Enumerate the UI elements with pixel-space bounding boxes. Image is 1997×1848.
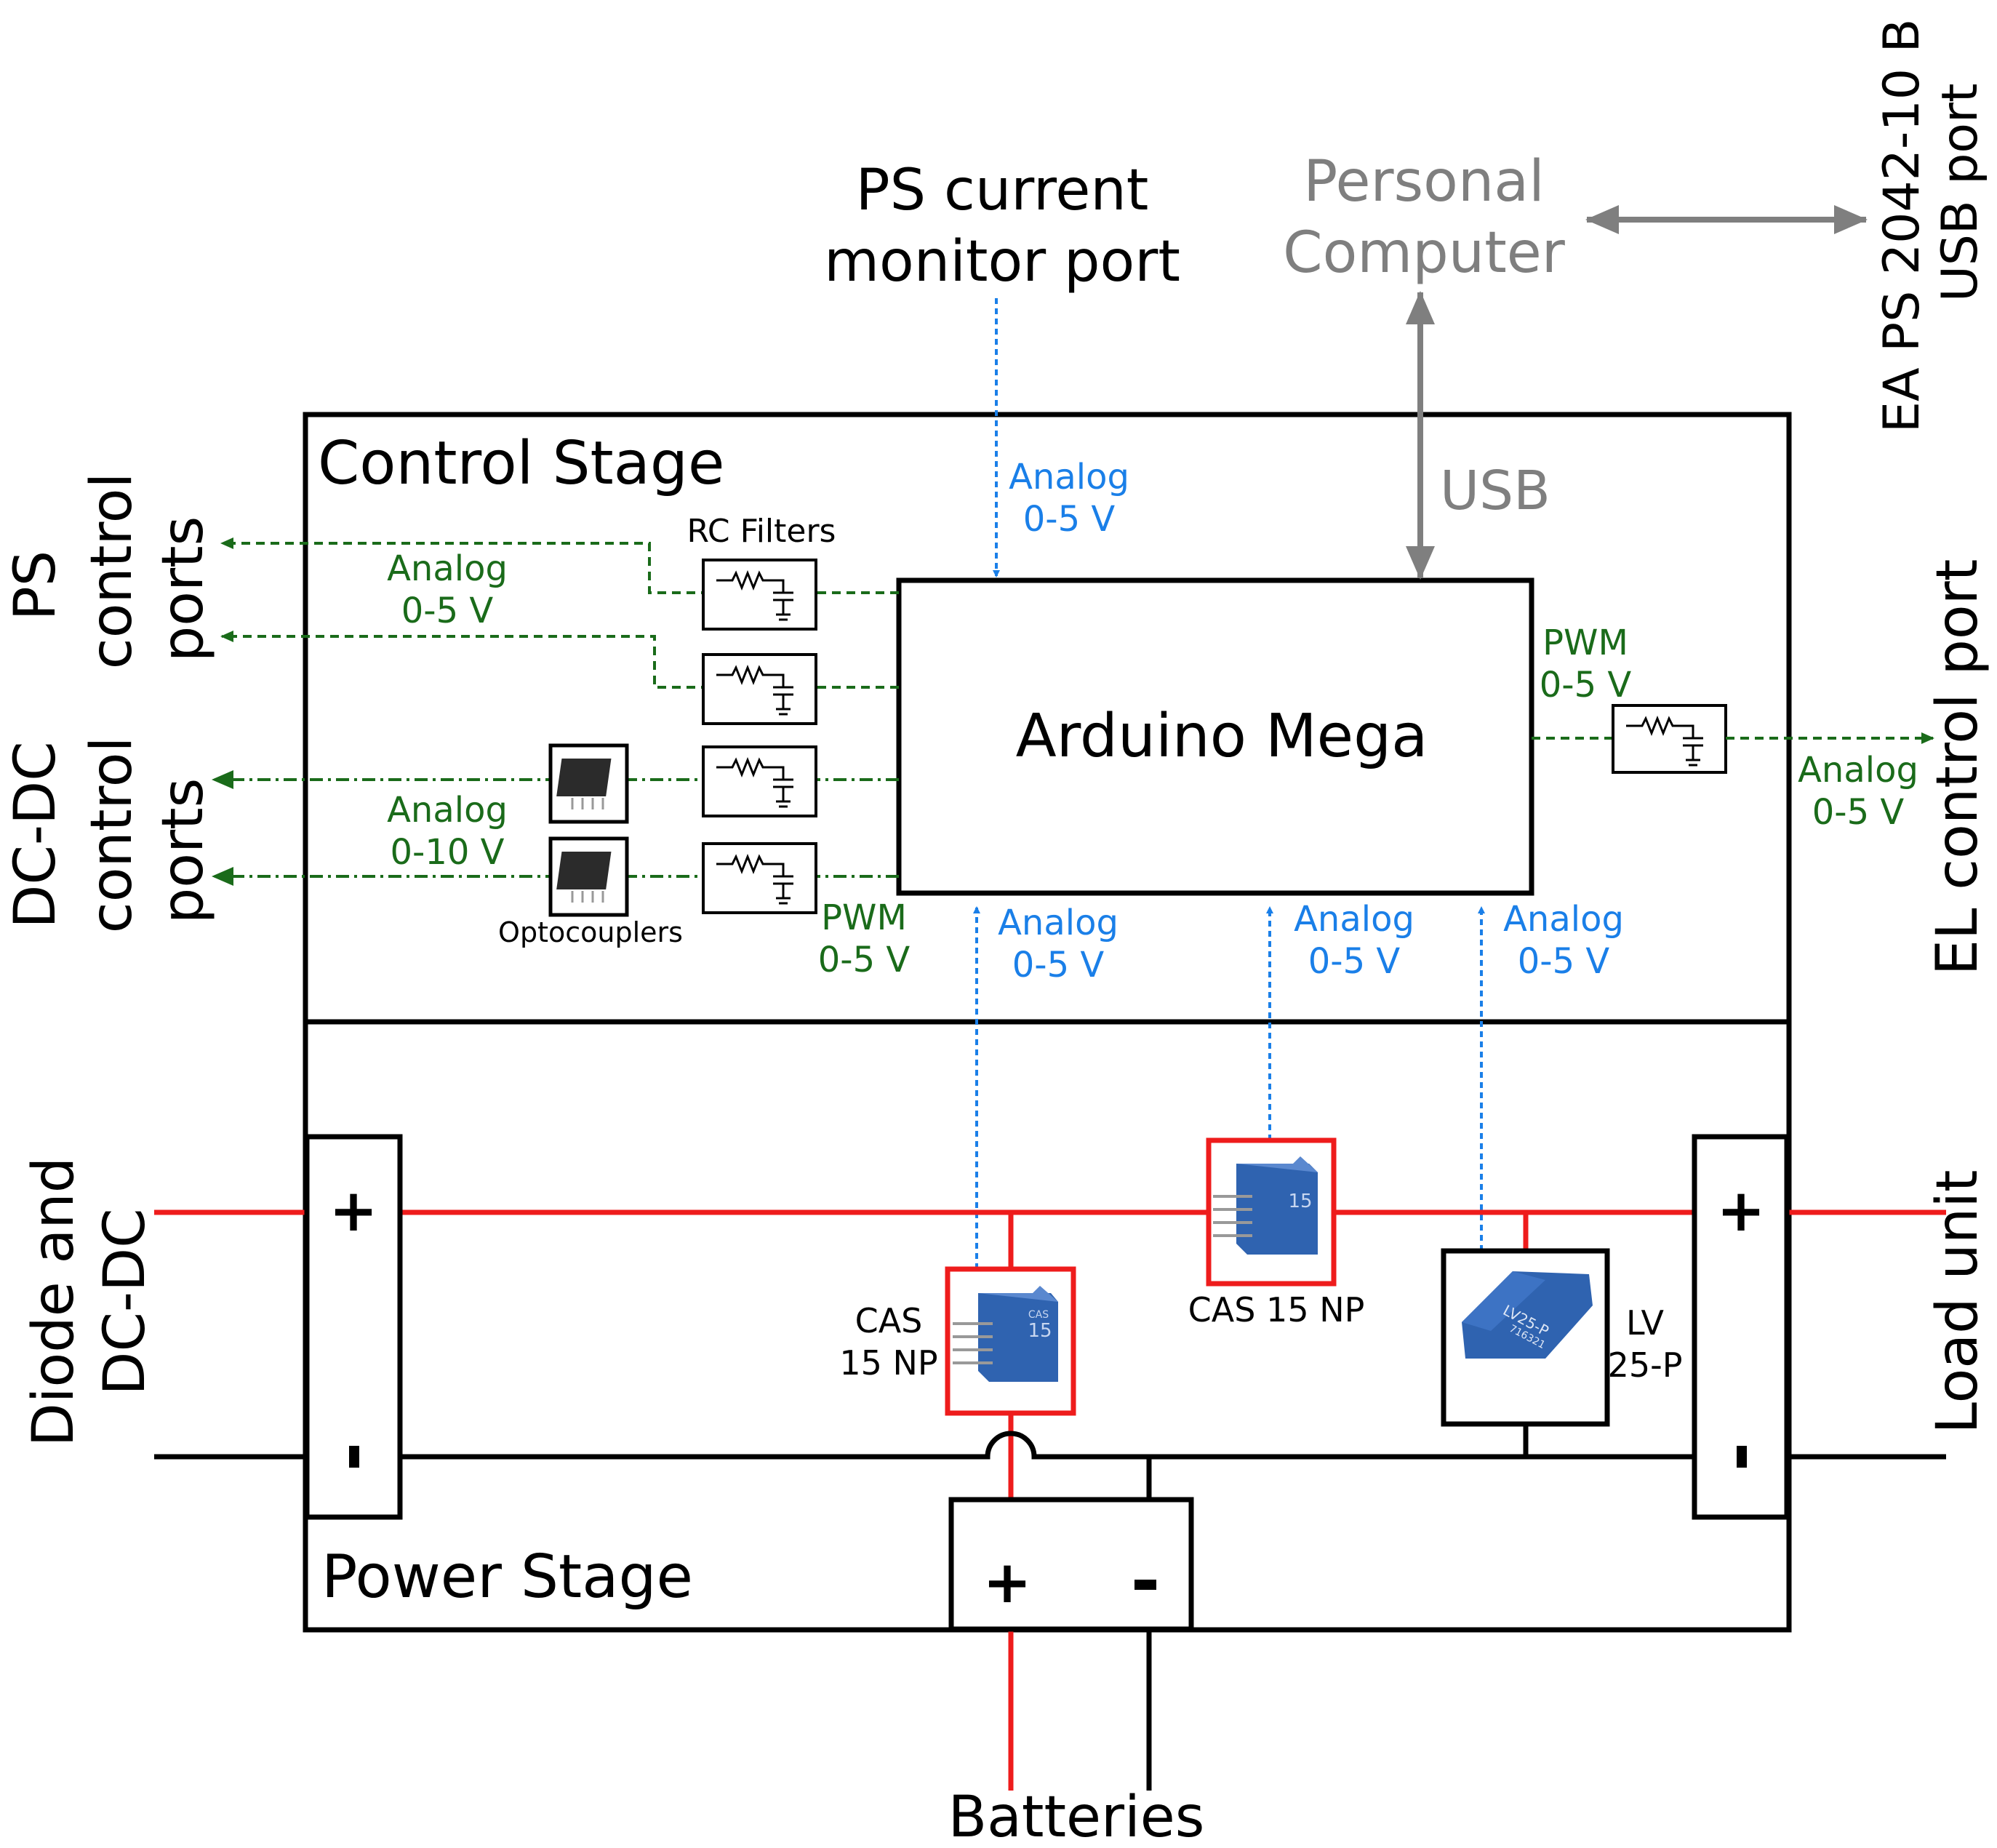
cas-top-analog-label: Analog	[1294, 899, 1414, 940]
cas-left-range-label: 0-5 V	[1012, 945, 1105, 985]
ps-control-range-label: 0-5 V	[401, 591, 494, 631]
ps-control-ports-label-2: control	[79, 473, 145, 669]
rc-filters-label: RC Filters	[687, 513, 836, 550]
dcdc-control-ports-label-2: control	[79, 737, 145, 933]
personal-computer-label-2: Computer	[1283, 220, 1566, 286]
control-stage-title: Control Stage	[318, 429, 724, 498]
right-terminal-minus	[1737, 1446, 1747, 1468]
left-terminal-plus: +	[329, 1177, 377, 1244]
lv-range-label: 0-5 V	[1518, 941, 1610, 982]
cas-left-label-1: CAS	[855, 1301, 923, 1340]
ps-control-signal-2	[220, 631, 899, 689]
el-analog-label: Analog	[1798, 750, 1918, 791]
lv-sensor-icon: LV25-P 716321	[1462, 1271, 1593, 1359]
dcdc-control-ports-label-3: ports	[151, 778, 216, 924]
pwm-left-label: PWM	[821, 897, 907, 938]
dcdc-control-ports-label-1: DC-DC	[3, 741, 68, 928]
cas-top-mark: 15	[1288, 1191, 1312, 1212]
dcdc-control-range-label: 0-10 V	[390, 832, 504, 873]
pwm-left-range-label: 0-5 V	[818, 940, 911, 980]
ea-ps-usb-label-1: EA PS 2042-10 B	[1873, 19, 1931, 433]
ps-current-monitor-label-1: PS current	[856, 158, 1149, 223]
cas-top-label: CAS 15 NP	[1188, 1290, 1365, 1329]
battery-terminal-block	[948, 1497, 1194, 1632]
diode-dcdc-label-2: DC-DC	[92, 1208, 158, 1395]
el-range-label: 0-5 V	[1812, 792, 1905, 833]
left-terminal-minus	[349, 1446, 359, 1468]
ps-monitor-analog-label: Analog	[1009, 457, 1129, 497]
battery-terminal-minus	[1134, 1580, 1156, 1590]
pwm-right-range-label: 0-5 V	[1540, 665, 1632, 705]
cas-sensor-left-icon: CAS 15	[953, 1286, 1058, 1382]
arduino-mega-box	[896, 577, 1534, 896]
diode-dcdc-label-1: Diode and	[21, 1157, 87, 1447]
pwm-right-label: PWM	[1542, 623, 1628, 663]
optocouplers-label: Optocouplers	[498, 916, 683, 948]
rc-filter-el	[1612, 704, 1727, 774]
ps-current-monitor-label-2: monitor port	[824, 229, 1180, 295]
ps-control-ports-label-1: PS	[3, 551, 68, 621]
rc-filter-1	[702, 559, 817, 631]
optocoupler-2	[548, 836, 629, 917]
negative-bus	[154, 1431, 1946, 1460]
cas-left-label-2: 15 NP	[839, 1343, 937, 1383]
lv-label-1: LV	[1626, 1303, 1665, 1343]
cas-left-mark-small: CAS	[1028, 1309, 1049, 1321]
batteries-label: Batteries	[948, 1785, 1205, 1848]
power-stage-title: Power Stage	[321, 1543, 693, 1612]
rc-filter-2	[702, 653, 817, 725]
cas-top-range-label: 0-5 V	[1308, 941, 1401, 982]
dcdc-control-analog-label: Analog	[387, 790, 508, 831]
cas-sensor-top-icon: 15	[1213, 1156, 1318, 1255]
battery-terminal-plus: +	[983, 1548, 1031, 1616]
usb-label: USB	[1440, 460, 1550, 522]
cas-left-mark: 15	[1028, 1320, 1052, 1342]
lv-analog-label: Analog	[1503, 899, 1624, 940]
ps-monitor-range-label: 0-5 V	[1023, 499, 1116, 540]
load-unit-label: Load unit	[1925, 1169, 1990, 1433]
arduino-mega-label: Arduino Mega	[1016, 702, 1428, 771]
ps-control-ports-label-3: ports	[151, 516, 216, 663]
ps-control-signal-1	[220, 537, 899, 594]
right-terminal-plus: +	[1716, 1177, 1765, 1244]
ea-ps-usb-label-2: USB port	[1932, 83, 1989, 302]
lv-label-2: 25-P	[1608, 1345, 1683, 1385]
el-control-port-label: EL control port	[1925, 559, 1990, 976]
personal-computer-label-1: Personal	[1303, 149, 1545, 215]
cas-left-analog-label: Analog	[998, 903, 1118, 943]
rc-filter-3	[702, 745, 817, 817]
ps-control-analog-label: Analog	[387, 548, 508, 589]
rc-filter-4	[702, 842, 817, 914]
optocoupler-1	[548, 743, 629, 824]
